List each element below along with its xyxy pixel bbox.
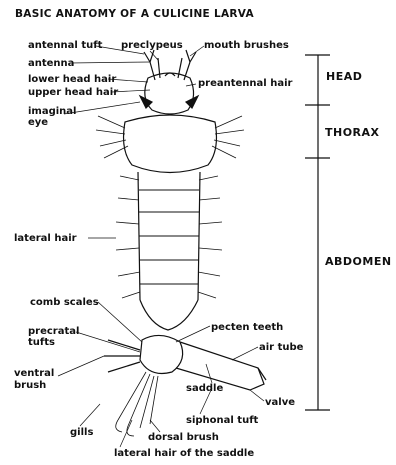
larva-ventral-brush-gills — [116, 372, 158, 436]
larva-head — [140, 50, 198, 114]
larva-terminal-segments — [104, 335, 266, 390]
larva-thorax — [96, 115, 244, 173]
larva-abdomen — [116, 172, 222, 330]
leader-lines — [58, 46, 264, 447]
region-bracket — [305, 55, 330, 410]
